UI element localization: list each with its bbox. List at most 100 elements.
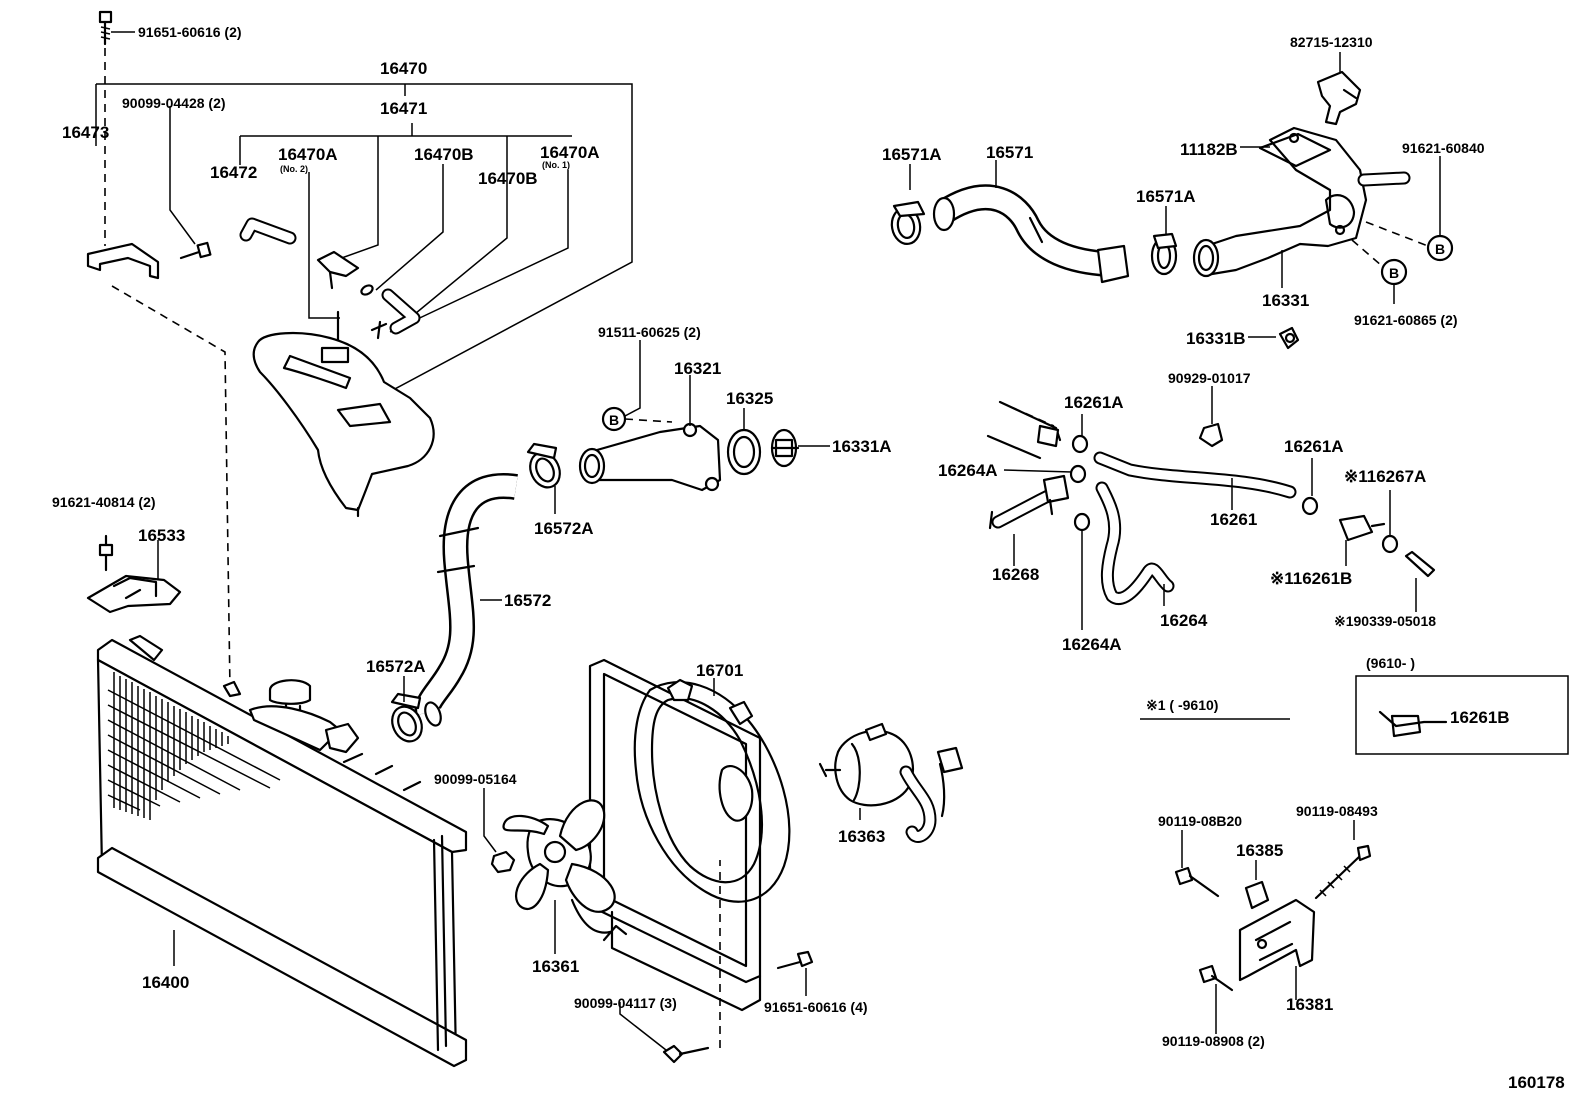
label-90119-08493: 90119-08493 xyxy=(1296,803,1378,819)
label-90119-08b20: 90119-08B20 xyxy=(1158,813,1242,829)
label-91511-60625: 91511-60625 (2) xyxy=(598,324,701,340)
clamp-16571a-right-icon xyxy=(1150,232,1178,276)
label-16571: 16571 xyxy=(986,143,1033,162)
label-16261b: 16261B xyxy=(1450,708,1510,727)
label-91621-60865: 91621-60865 (2) xyxy=(1354,312,1458,328)
diagram-number: 160178 xyxy=(1508,1073,1565,1092)
water-outlet-16331 xyxy=(1192,126,1411,278)
bracket-16533-group xyxy=(86,534,182,614)
label-16572a-lower: 16572A xyxy=(366,657,426,676)
label-16261: 16261 xyxy=(1210,510,1257,529)
gasket-16325-icon xyxy=(726,428,762,476)
label-16261a-b: 16261A xyxy=(1284,437,1344,456)
label-16331a: 16331A xyxy=(832,437,892,456)
label-no1: (No. 1) xyxy=(542,160,570,170)
reservoir-group xyxy=(86,10,633,691)
label-16321: 16321 xyxy=(674,359,721,378)
label-16572a-upper: 16572A xyxy=(534,519,594,538)
label-16470b-a: 16470B xyxy=(414,145,474,164)
ref-b-outlet-lower-icon: B xyxy=(1380,258,1408,286)
thermostat-16331a-icon xyxy=(770,428,800,468)
ref-b-text: B xyxy=(609,412,619,428)
radiator-16400 xyxy=(96,634,468,1068)
label-16470b-b: 16470B xyxy=(478,169,538,188)
nut-16385-icon xyxy=(1244,880,1270,910)
label-16470a-no1: 16470A xyxy=(540,143,600,162)
reservoir-tank-16470 xyxy=(252,310,435,518)
label-16264a-a: 16264A xyxy=(938,461,998,480)
label-16331b: 16331B xyxy=(1186,329,1246,348)
inset-box-9610 xyxy=(1355,675,1569,755)
label-16471: 16471 xyxy=(380,99,427,118)
label-90099-05164: 90099-05164 xyxy=(434,771,517,787)
fan-16361 xyxy=(502,799,628,942)
label-16400: 16400 xyxy=(142,973,189,992)
label-16470a-no2: 16470A xyxy=(278,145,338,164)
nut-90099-05164-icon xyxy=(490,850,516,874)
label-16264: 16264 xyxy=(1160,611,1208,630)
clamp-16571a-left-icon xyxy=(890,200,926,245)
hose-16572 xyxy=(414,473,518,727)
clamp-16572a-lower-icon xyxy=(390,692,423,743)
hose-16571 xyxy=(932,184,1130,284)
bolt-91651-60616-4-icon xyxy=(776,950,814,970)
ref-b-inlet-icon: B xyxy=(601,406,627,432)
label-16385: 16385 xyxy=(1236,841,1283,860)
label-16363: 16363 xyxy=(838,827,885,846)
clamp-16572a-upper-icon xyxy=(526,442,561,489)
svg-text:B: B xyxy=(1435,241,1445,257)
bracket-82715-icon xyxy=(1316,70,1362,126)
bracket-16381-group xyxy=(1174,820,1372,1034)
bolt-90099-04428-icon xyxy=(179,241,212,260)
clip-90929-icon xyxy=(1198,422,1224,448)
svg-text:B: B xyxy=(1389,265,1399,281)
label-16325: 16325 xyxy=(726,389,773,408)
label-82715-12310: 82715-12310 xyxy=(1290,34,1373,50)
label-116267a: ※116267A xyxy=(1344,467,1426,486)
bracket-16473 xyxy=(86,242,160,280)
part-labels: 91651-60616 (2) 16470 90099-04428 (2) 16… xyxy=(52,24,1565,1092)
bolt-90119-08b20-icon xyxy=(1174,866,1220,898)
ref-b-outlet-upper-icon: B xyxy=(1426,234,1454,262)
bolt-91621-40814-icon xyxy=(98,534,114,572)
label-no2: (No. 2) xyxy=(280,164,308,174)
label-16261a-a: 16261A xyxy=(1064,393,1124,412)
fan-shroud-16701 xyxy=(588,658,791,1012)
label-16264a-b: 16264A xyxy=(1062,635,1122,654)
label-16331: 16331 xyxy=(1262,291,1309,310)
bolt-90119-08908-icon xyxy=(1198,964,1234,992)
plug-16331b-icon xyxy=(1278,326,1300,350)
label-16472: 16472 xyxy=(210,163,257,182)
label-91651-60616-4: 91651-60616 (4) xyxy=(764,999,868,1015)
label-116261b: ※116261B xyxy=(1270,569,1352,588)
label-16571a-right: 16571A xyxy=(1136,187,1196,206)
label-16470: 16470 xyxy=(380,59,427,78)
label-16572: 16572 xyxy=(504,591,551,610)
label-91621-40814: 91621-40814 (2) xyxy=(52,494,156,510)
label-16571a-left: 16571A xyxy=(882,145,942,164)
bolt-90119-08493-icon xyxy=(1314,844,1372,900)
label-91651-60616-2: 91651-60616 (2) xyxy=(138,24,242,40)
label-90099-04117: 90099-04117 (3) xyxy=(574,995,677,1011)
cap-16470a-no2-icon xyxy=(316,250,360,290)
label-16701: 16701 xyxy=(696,661,743,680)
bypass-group xyxy=(986,386,1436,630)
label-90099-04428: 90099-04428 (2) xyxy=(122,95,226,111)
label-16473: 16473 xyxy=(62,123,109,142)
label-footnote: ※1 ( -9610) xyxy=(1146,697,1218,713)
label-90119-08908: 90119-08908 (2) xyxy=(1162,1033,1265,1049)
label-16268: 16268 xyxy=(992,565,1039,584)
label-16361: 16361 xyxy=(532,957,579,976)
label-90929-01017: 90929-01017 xyxy=(1168,370,1251,386)
radiator-fins xyxy=(107,672,281,820)
label-11182b: 11182B xyxy=(1180,140,1238,159)
label-inset-title: (9610- ) xyxy=(1366,655,1415,671)
label-16381: 16381 xyxy=(1286,995,1333,1014)
label-91621-60840: 91621-60840 xyxy=(1402,140,1485,156)
label-190339-05018: ※190339-05018 xyxy=(1334,613,1436,629)
label-16533: 16533 xyxy=(138,526,185,545)
bolt-91651-icon xyxy=(98,10,113,46)
fan-motor-16363 xyxy=(818,722,964,843)
bolt-90099-04117-icon xyxy=(662,1044,710,1064)
